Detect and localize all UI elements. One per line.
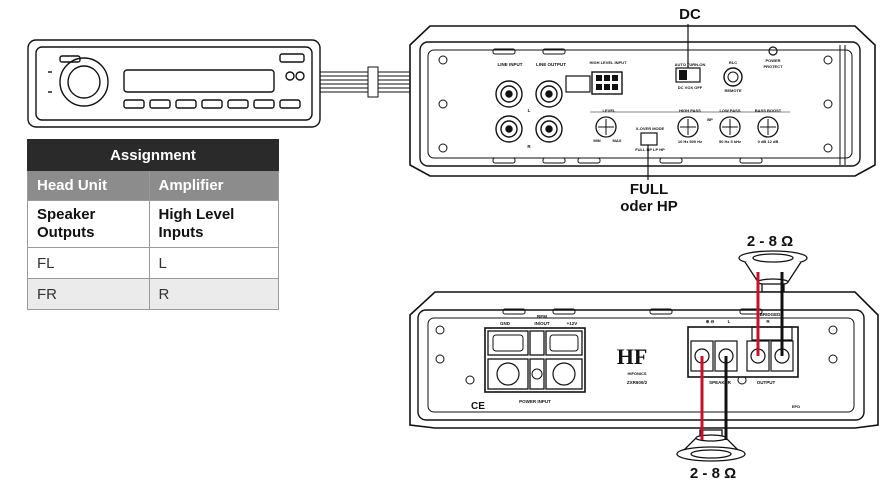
- head-unit: [27, 39, 321, 128]
- high-level-inputs-line2: Inputs: [158, 224, 204, 241]
- mode-callout-line2: oder HP: [620, 198, 678, 215]
- gnd-label: GND: [500, 321, 511, 326]
- output-label: OUTPUT: [757, 380, 776, 385]
- model-label: ZXR600/2: [627, 380, 648, 385]
- speaker-top-impedance: 2 - 8 Ω: [747, 233, 793, 250]
- remote-label: REMOTE: [724, 88, 741, 93]
- level-max-label: MAX: [613, 138, 622, 143]
- top-r-label: R: [527, 144, 531, 149]
- bridged-label: BRIDGED: [760, 312, 782, 317]
- speaker-wires: [700, 272, 784, 440]
- plus-12v-label: +12V: [567, 321, 578, 326]
- auto-turn-on-options: DC VOX OFF: [678, 85, 703, 90]
- brand-logo-icon: HF: [617, 344, 648, 369]
- speaker-outputs-line1: Speaker: [37, 206, 96, 223]
- amplifier-cell: L: [148, 247, 279, 279]
- epd-label: EPD: [792, 404, 800, 409]
- table-title-row: Assignment: [27, 139, 279, 171]
- top-amplifier: LINE INPUT LINE OUTPUT HIGH LEVEL INPUT …: [409, 24, 876, 180]
- bp-label: BP: [707, 117, 713, 122]
- bottom-r-label: R: [766, 319, 770, 324]
- speaker-bottom-impedance: 2 - 8 Ω: [690, 465, 736, 482]
- protect-label: PROTECT: [763, 64, 783, 69]
- high-pass-range: 10 Hz 500 Hz: [678, 139, 702, 144]
- high-level-inputs-cell: High Level Inputs: [148, 200, 279, 248]
- power-label: POWER: [765, 58, 780, 63]
- power-input-label: POWER INPUT: [519, 399, 551, 404]
- top-l-label: L: [528, 108, 531, 113]
- bass-boost-range: 0 dB 12 dB: [758, 139, 779, 144]
- x-over-mode-label: X-OVER MODE: [636, 126, 665, 131]
- brand-label: HIFONICS: [627, 371, 646, 376]
- table-row: FL L: [27, 247, 279, 279]
- speaker-label: SPEAKER: [709, 380, 732, 385]
- rlc-label: RLC: [729, 60, 737, 65]
- table-title: Assignment: [27, 139, 279, 171]
- low-pass-range: 50 Hz 5 kHz: [719, 139, 741, 144]
- line-input-label: LINE INPUT: [497, 62, 522, 67]
- line-output-label: LINE OUTPUT: [536, 62, 566, 67]
- high-level-input-label: HIGH LEVEL INPUT: [589, 60, 627, 65]
- assignment-table: Assignment Head Unit Amplifier Speaker O…: [27, 139, 279, 310]
- high-pass-label: HIGH PASS: [679, 108, 701, 113]
- table-row: FR R: [27, 278, 279, 310]
- level-label: LEVEL: [603, 108, 616, 113]
- rem-label: REM: [537, 314, 547, 319]
- head-unit-cell: FL: [27, 247, 150, 279]
- head-unit-cell: FR: [27, 278, 150, 310]
- table-row: Speaker Outputs High Level Inputs: [27, 200, 279, 248]
- ce-mark-label: CE: [471, 401, 485, 412]
- low-pass-label: LOW PASS: [719, 108, 740, 113]
- speaker-outputs-line2: Outputs: [37, 224, 95, 241]
- high-level-inputs-line1: High Level: [158, 206, 235, 223]
- speaker-outputs-cell: Speaker Outputs: [27, 200, 150, 248]
- amplifier-cell: R: [148, 278, 279, 310]
- bass-boost-label: BASS BOOST: [755, 108, 782, 113]
- level-min-label: MIN: [593, 138, 600, 143]
- speaker-top: [738, 250, 808, 293]
- column-head-unit: Head Unit: [27, 170, 150, 201]
- speaker-bottom: [676, 429, 746, 462]
- bottom-l-label: L: [728, 319, 731, 324]
- polarity-label: ⊕ ⊖: [706, 319, 715, 324]
- in-out-label: IN/OUT: [534, 321, 550, 326]
- mode-callout-line1: FULL: [630, 181, 668, 198]
- table-header-row: Head Unit Amplifier: [27, 170, 279, 201]
- auto-turn-on-label: AUTO TURN-ON: [675, 62, 706, 67]
- x-over-options: FULL BP LP HP: [635, 147, 665, 152]
- bottom-amplifier: HF GND REM IN/OUT +12V POWER INPUT HIFON…: [409, 291, 879, 429]
- dc-callout-label: DC: [679, 6, 701, 23]
- column-amplifier: Amplifier: [148, 170, 279, 201]
